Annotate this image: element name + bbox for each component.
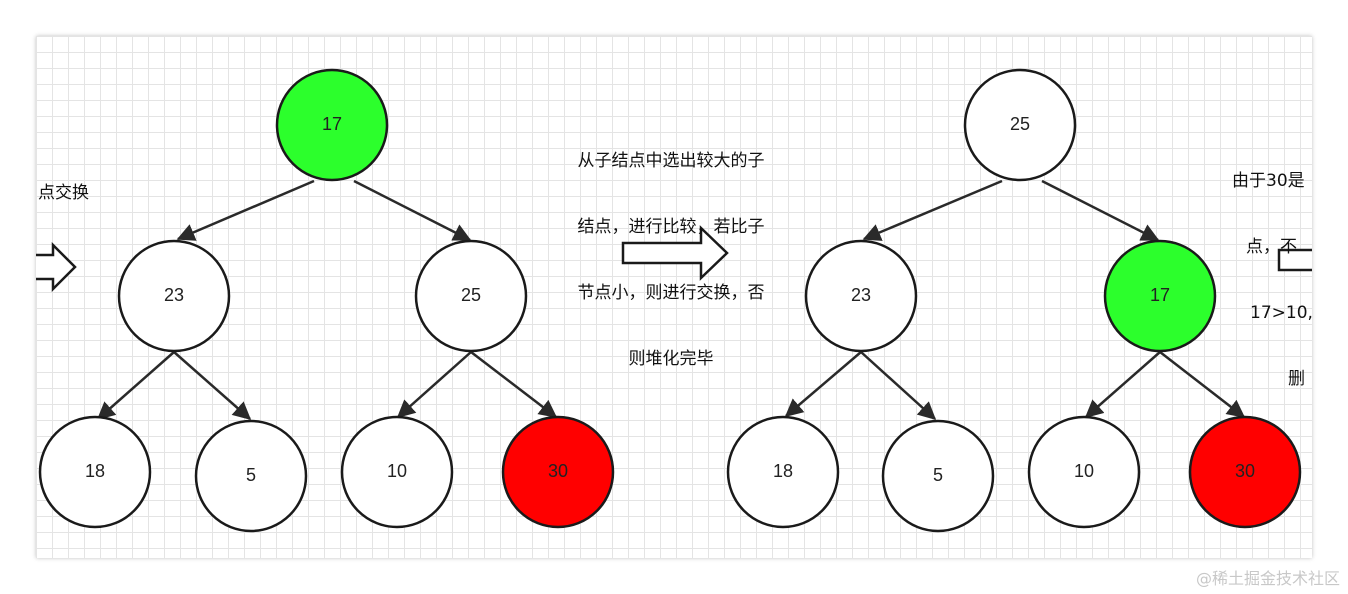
node-label: 23 <box>851 285 871 305</box>
node-label: 17 <box>1150 285 1170 305</box>
node-circle <box>414 239 528 353</box>
edge-root-left <box>176 179 315 241</box>
right-note: 由于30是 点，不 17>10, 删 <box>1232 126 1312 434</box>
left-note: 点交换 <box>38 183 89 203</box>
node-circle <box>117 239 231 353</box>
heap-diagram: 17 23 25 18 5 10 <box>36 68 1312 533</box>
tree-1-nodes: 17 23 25 18 5 10 <box>38 68 615 533</box>
node-left-right: 5 <box>194 419 308 533</box>
node-circle <box>726 415 840 529</box>
node-left: 23 <box>804 239 918 353</box>
node-left-left: 18 <box>726 415 840 529</box>
node-circle <box>1103 239 1217 353</box>
edge-right-leftleaf <box>1084 351 1161 418</box>
diagram-canvas: 17 23 25 18 5 10 <box>36 36 1312 558</box>
watermark: @稀土掘金技术社区 <box>1195 569 1340 588</box>
middle-note-line: 则堆化完毕 <box>628 349 714 369</box>
node-circle <box>1188 415 1302 529</box>
node-circle <box>194 419 308 533</box>
edge-left-leftleaf <box>784 351 862 417</box>
node-circle <box>340 415 454 529</box>
node-right-right: 30 <box>1188 415 1302 529</box>
edge-left-rightleaf <box>860 351 937 421</box>
tree-2-edges <box>784 179 1246 421</box>
node-label: 5 <box>933 465 943 485</box>
node-circle <box>881 419 995 533</box>
edge-root-right <box>1041 179 1160 242</box>
node-right: 25 <box>414 239 528 353</box>
node-label: 10 <box>1074 461 1094 481</box>
edge-left-leftleaf <box>96 351 175 420</box>
node-circle <box>1027 415 1141 529</box>
tree-2-nodes: 25 23 17 18 5 10 <box>726 68 1302 533</box>
node-left-right: 5 <box>881 419 995 533</box>
node-right: 17 <box>1103 239 1217 353</box>
tree-1-edges <box>96 179 558 420</box>
node-label: 25 <box>461 285 481 305</box>
node-circle <box>963 68 1077 182</box>
right-note-line: 删 <box>1288 369 1305 389</box>
edge-right-rightleaf <box>470 351 558 418</box>
node-right-left: 10 <box>340 415 454 529</box>
edge-left-rightleaf <box>173 351 252 420</box>
node-left-left: 18 <box>38 415 152 529</box>
node-label: 30 <box>1235 461 1255 481</box>
edge-right-rightleaf <box>1159 351 1246 418</box>
block-arrow-left <box>36 241 77 293</box>
node-root: 17 <box>275 68 389 182</box>
middle-note: 从子结点中选出较大的子 结点，进行比较，若比子 节点小，则进行交换，否 则堆化完… <box>566 106 776 414</box>
node-label: 18 <box>85 461 105 481</box>
node-label: 23 <box>164 285 184 305</box>
node-label: 5 <box>246 465 256 485</box>
node-label: 17 <box>322 114 342 134</box>
node-right-left: 10 <box>1027 415 1141 529</box>
right-note-line: 点，不 <box>1246 237 1297 257</box>
node-label: 25 <box>1010 114 1030 134</box>
right-note-line: 17>10, <box>1250 303 1312 323</box>
node-circle <box>275 68 389 182</box>
block-arrow-middle <box>621 225 729 281</box>
edge-root-right <box>353 179 472 242</box>
right-note-line: 由于30是 <box>1232 171 1305 191</box>
middle-note-line: 从子结点中选出较大的子 <box>577 151 765 171</box>
node-right-right: 30 <box>501 415 615 529</box>
node-label: 30 <box>548 461 568 481</box>
node-left: 23 <box>117 239 231 353</box>
node-circle <box>501 415 615 529</box>
node-root: 25 <box>963 68 1077 182</box>
edge-right-leftleaf <box>396 351 472 418</box>
middle-note-line: 节点小，则进行交换，否 <box>577 283 765 303</box>
middle-note-line: 结点，进行比较，若比子 <box>577 217 765 237</box>
block-arrow-right <box>1277 248 1312 272</box>
edge-root-left <box>862 179 1003 241</box>
node-label: 10 <box>387 461 407 481</box>
node-circle <box>804 239 918 353</box>
node-circle <box>38 415 152 529</box>
node-label: 18 <box>773 461 793 481</box>
